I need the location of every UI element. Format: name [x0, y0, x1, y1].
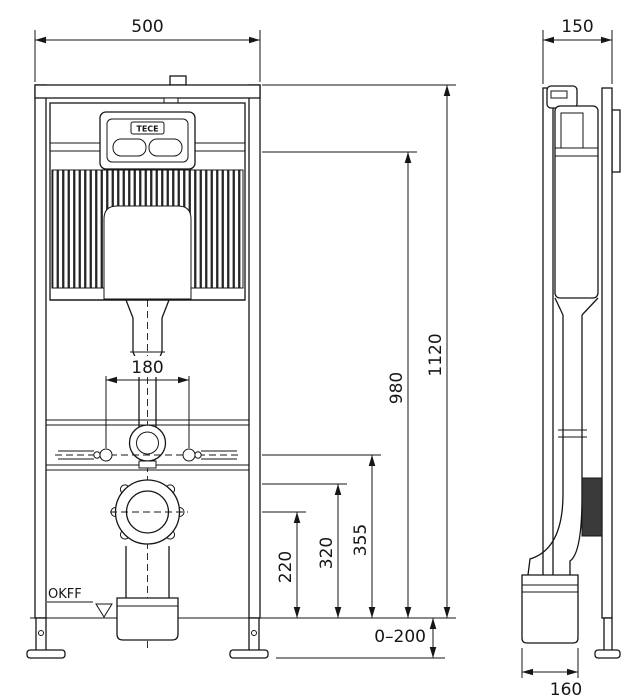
side-flush-pipe — [558, 315, 587, 478]
front-view: TECE — [26, 75, 269, 659]
flush-button-right — [148, 138, 183, 157]
dim-label-150: 150 — [561, 17, 593, 37]
dimension-height-1120: 1120 — [262, 84, 456, 618]
dim-label-980: 980 — [387, 372, 407, 404]
mounting-crossbar — [46, 419, 249, 471]
flush-button-left — [112, 138, 147, 157]
left-rail — [34, 84, 47, 619]
dimension-foot-range: 0–200 — [276, 618, 445, 659]
floor-level-icon — [95, 603, 113, 618]
floor-level-marker: OKFF — [47, 587, 113, 618]
dimension-width-500: 500 — [34, 17, 261, 82]
drain-socket — [116, 546, 179, 641]
wall-bracket-plate — [611, 109, 621, 173]
dim-label-500: 500 — [131, 17, 163, 37]
side-cistern — [546, 85, 599, 316]
flush-pipe — [125, 299, 170, 648]
brand-label: TECE — [136, 125, 158, 134]
side-outlet-socket — [521, 574, 579, 644]
dim-label-320: 320 — [317, 537, 337, 569]
dim-label-1120: 1120 — [426, 333, 446, 376]
right-rail — [248, 84, 261, 619]
fixing-bolt-left — [99, 448, 113, 462]
dimension-outlet-160: 160 — [521, 648, 582, 700]
dim-label-355: 355 — [351, 524, 371, 556]
wall-rail-profile — [601, 87, 613, 619]
top-crossbar — [34, 84, 261, 99]
dim-label-foot-range: 0–200 — [374, 627, 426, 647]
dimension-height-220: 220 — [262, 511, 306, 618]
fill-valve — [560, 112, 584, 149]
side-elbow — [527, 478, 583, 576]
side-foot — [594, 617, 621, 659]
front-rail-profile — [542, 87, 554, 619]
cistern-cutout — [103, 205, 192, 300]
hanger-tab — [169, 75, 187, 86]
wall-fixing-block — [581, 477, 603, 537]
dimension-spacing-180: 180 — [105, 356, 190, 448]
fixing-bolt-right — [182, 448, 196, 462]
dim-label-220: 220 — [276, 551, 296, 583]
side-view — [521, 85, 621, 659]
brand-logo-box — [130, 121, 165, 135]
waste-outlet — [110, 479, 188, 545]
dimension-height-355: 355 — [262, 454, 381, 618]
dimension-height-320: 320 — [262, 483, 347, 618]
dimensions: 500 150 1120 980 355 320 — [34, 17, 613, 700]
okff-label: OKFF — [48, 587, 82, 602]
left-foot — [26, 617, 66, 659]
right-foot — [229, 617, 269, 659]
dim-label-160: 160 — [550, 680, 582, 700]
dimension-depth-150: 150 — [542, 17, 613, 84]
dim-label-180: 180 — [131, 358, 163, 378]
dimension-height-980: 980 — [262, 151, 417, 618]
flush-plate: TECE — [99, 111, 196, 170]
